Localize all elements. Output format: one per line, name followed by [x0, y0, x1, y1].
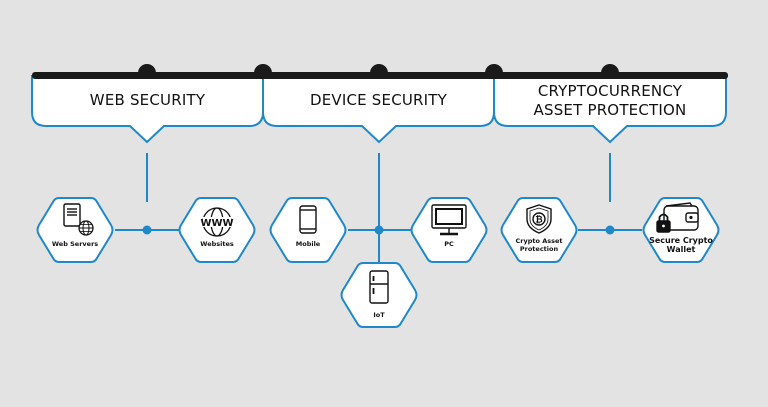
crypto-asset-callout — [493, 75, 727, 144]
server-globe-icon — [63, 203, 94, 236]
wallet-lock-icon — [656, 202, 699, 233]
device-security-callout — [262, 75, 495, 144]
fridge-icon — [369, 270, 389, 304]
svg-text:₿: ₿ — [535, 215, 542, 226]
category-callouts — [31, 75, 727, 144]
mobile-node — [269, 197, 347, 263]
monitor-icon — [431, 204, 467, 236]
web-security-callout — [31, 75, 264, 144]
web-servers-node — [36, 197, 114, 263]
bitcoin-shield-icon: ₿ — [526, 204, 552, 234]
svg-text:WWW: WWW — [200, 218, 233, 229]
websites-node — [178, 197, 256, 263]
mobile-phone-icon — [299, 205, 317, 234]
www-globe-icon: WWW — [200, 207, 234, 237]
junction-dots — [142, 225, 615, 235]
rail-bar — [32, 72, 728, 79]
iot-node — [340, 262, 418, 328]
